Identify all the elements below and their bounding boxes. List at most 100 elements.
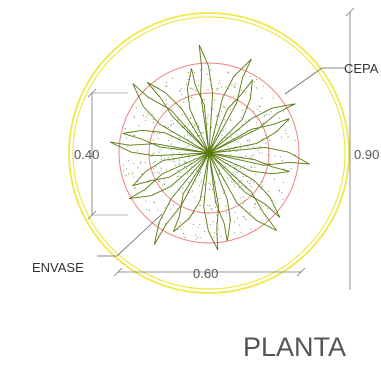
stipple-dot — [281, 136, 283, 138]
stipple-dot — [212, 108, 214, 110]
stipple-dot — [185, 168, 188, 170]
stipple-dot — [196, 236, 198, 239]
stipple-dot — [254, 204, 256, 206]
stipple-dot — [177, 119, 179, 121]
stipple-dot — [214, 181, 216, 183]
stipple-dot — [198, 126, 200, 128]
stipple-dot — [234, 173, 236, 176]
stipple-dot — [294, 139, 296, 142]
stipple-dot — [246, 181, 249, 183]
stipple-dot — [249, 75, 251, 78]
stipple-dot — [132, 171, 134, 173]
stipple-dot — [224, 127, 227, 129]
stipple-dot — [138, 125, 140, 127]
stipple-dot — [202, 132, 204, 134]
stipple-dot — [147, 113, 149, 116]
stipple-dot — [160, 167, 163, 169]
stipple-dot — [288, 120, 290, 122]
drawing-title: PLANTA — [243, 332, 346, 362]
leader-line-cepa — [284, 67, 345, 95]
stipple-dot — [127, 173, 130, 175]
stipple-dot — [207, 212, 209, 214]
outer-circle — [68, 12, 350, 294]
stipple-dot — [216, 214, 218, 216]
stipple-dot — [230, 108, 232, 110]
stipple-dot — [240, 89, 243, 91]
stipple-dot — [285, 133, 287, 135]
stipple-dot — [191, 190, 193, 192]
stipple-dot — [209, 183, 212, 185]
stipple-dot — [234, 211, 236, 213]
stipple-dot — [254, 166, 256, 168]
stipple-dot — [210, 126, 213, 128]
stipple-dot — [272, 97, 274, 99]
stipple-dot — [247, 145, 249, 147]
stipple-dot — [154, 161, 156, 163]
stipple-dot — [238, 99, 240, 101]
stipple-dot — [125, 174, 127, 176]
stipple-dot — [158, 172, 160, 174]
stipple-dot — [240, 137, 242, 139]
stipple-dot — [260, 204, 262, 206]
stipple-dot — [230, 136, 232, 138]
stipple-dot — [207, 88, 209, 91]
stipple-dot — [144, 161, 146, 163]
stipple-dot — [207, 123, 209, 125]
stipple-dot — [240, 167, 242, 169]
stipple-dot — [159, 223, 161, 225]
pot-inner-circle — [148, 92, 270, 214]
stipple-dot — [227, 167, 229, 169]
stipple-dot — [184, 165, 186, 168]
stipple-dot — [195, 238, 197, 240]
stipple-dot — [171, 77, 173, 79]
stipple-dot — [227, 146, 229, 148]
stipple-dot — [214, 99, 216, 101]
stipple-dot — [182, 179, 184, 181]
stipple-dot — [229, 118, 231, 120]
stipple-dot — [153, 132, 155, 134]
stipple-dot — [189, 170, 191, 172]
stipple-dot — [236, 217, 239, 219]
stipple-dot — [180, 229, 182, 231]
stipple-dot — [244, 199, 246, 201]
stipple-dot — [173, 159, 175, 161]
stipple-dot — [170, 143, 172, 145]
stipple-dot — [179, 222, 181, 224]
pot-circles — [118, 62, 300, 244]
leaf — [186, 68, 210, 154]
stipple-dot — [250, 185, 252, 188]
stipple-dot — [274, 201, 276, 204]
stipple-dot — [133, 115, 135, 117]
stipple-dot — [240, 179, 242, 182]
stipple-dot — [173, 161, 176, 163]
stipple-dot — [226, 212, 228, 214]
dim-label-container-width: 0.60 — [193, 266, 218, 281]
stipple-dot — [259, 105, 261, 108]
stipple-dot — [195, 234, 197, 236]
stipple-dot — [167, 126, 169, 129]
stipple-dot — [154, 201, 156, 204]
stipple-dot — [259, 110, 261, 112]
stipple-dot — [183, 101, 185, 103]
stipple-dot — [172, 160, 174, 162]
stipple-dot — [282, 181, 285, 183]
stipple-dot — [148, 209, 151, 212]
stipple-dot — [206, 73, 208, 75]
stipple-dot — [153, 152, 155, 154]
stipple-dot — [207, 204, 209, 206]
stipple-dot — [152, 168, 155, 170]
stipple-dot — [181, 155, 183, 157]
leaf — [208, 103, 296, 154]
stipple-dot — [217, 124, 219, 126]
stipple-dot — [267, 154, 269, 156]
stipple-dot — [136, 150, 139, 152]
stipple-dot — [221, 134, 223, 136]
stipple-dot — [183, 126, 185, 128]
stipple-dot — [253, 110, 255, 112]
stipple-dot — [193, 125, 196, 127]
label-cepa: CEPA — [344, 61, 379, 76]
stipple-dot — [232, 95, 234, 97]
stipple-dot — [203, 231, 206, 233]
stipple-dot — [279, 156, 281, 158]
stipple-dot — [268, 163, 271, 165]
